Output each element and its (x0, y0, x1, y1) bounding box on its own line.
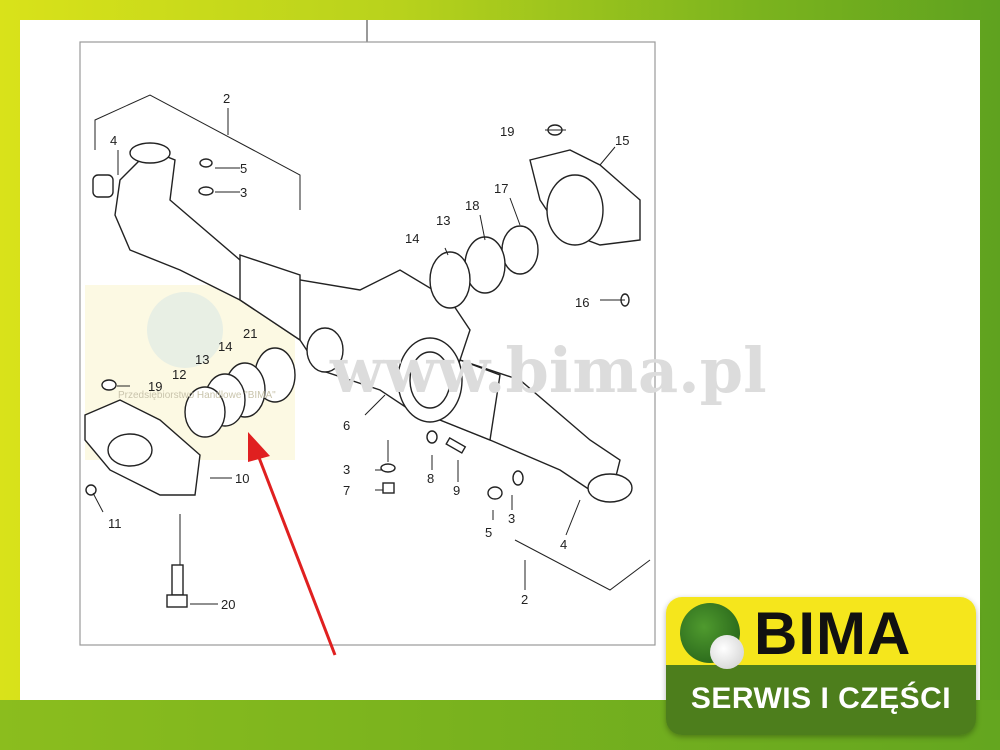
callout: 11 (108, 516, 122, 531)
parts (84, 124, 641, 608)
callout: 3 (343, 462, 350, 477)
callout: 4 (560, 537, 567, 552)
callout: 2 (223, 91, 230, 106)
leader-lines (92, 94, 651, 605)
callout-labels: 2 4 5 3 19 15 17 18 13 14 16 21 14 13 12… (108, 91, 629, 612)
callout: 4 (110, 133, 117, 148)
callout: 16 (575, 295, 589, 310)
callout: 13 (195, 352, 209, 367)
callout: 19 (500, 124, 514, 139)
logo-top: BIMA (666, 597, 976, 669)
logo-brand: BIMA (754, 600, 912, 667)
callout: 8 (427, 471, 434, 486)
bima-logo: BIMA SERWIS I CZĘŚCI (666, 597, 976, 735)
watermark-company: Przedsiębiorstwo Handlowe "BIMA" (118, 390, 276, 401)
watermark-url: www.bima.pl (329, 334, 767, 407)
callout: 14 (218, 339, 232, 354)
red-arrow (256, 454, 337, 656)
callout: 9 (453, 483, 460, 498)
red-arrow-head (248, 432, 270, 462)
callout: 13 (436, 213, 450, 228)
callout: 3 (240, 185, 247, 200)
callout: 17 (494, 181, 508, 196)
watermark-circle (147, 292, 223, 368)
callout: 12 (172, 367, 186, 382)
logo-white-ball-icon (710, 635, 744, 669)
callout: 21 (243, 326, 257, 341)
callout: 2 (521, 592, 528, 607)
callout: 7 (343, 483, 350, 498)
callout: 6 (343, 418, 350, 433)
callout: 15 (615, 133, 629, 148)
callout: 14 (405, 231, 419, 246)
callout: 5 (485, 525, 492, 540)
callout: 3 (508, 511, 515, 526)
diagram-frame (79, 41, 656, 646)
callout: 18 (465, 198, 479, 213)
callout: 19 (148, 379, 162, 394)
callout: 20 (221, 597, 235, 612)
axle-housing (114, 142, 633, 503)
callout: 5 (240, 161, 247, 176)
logo-tagline: SERWIS I CZĘŚCI (666, 665, 976, 735)
callout: 10 (235, 471, 249, 486)
